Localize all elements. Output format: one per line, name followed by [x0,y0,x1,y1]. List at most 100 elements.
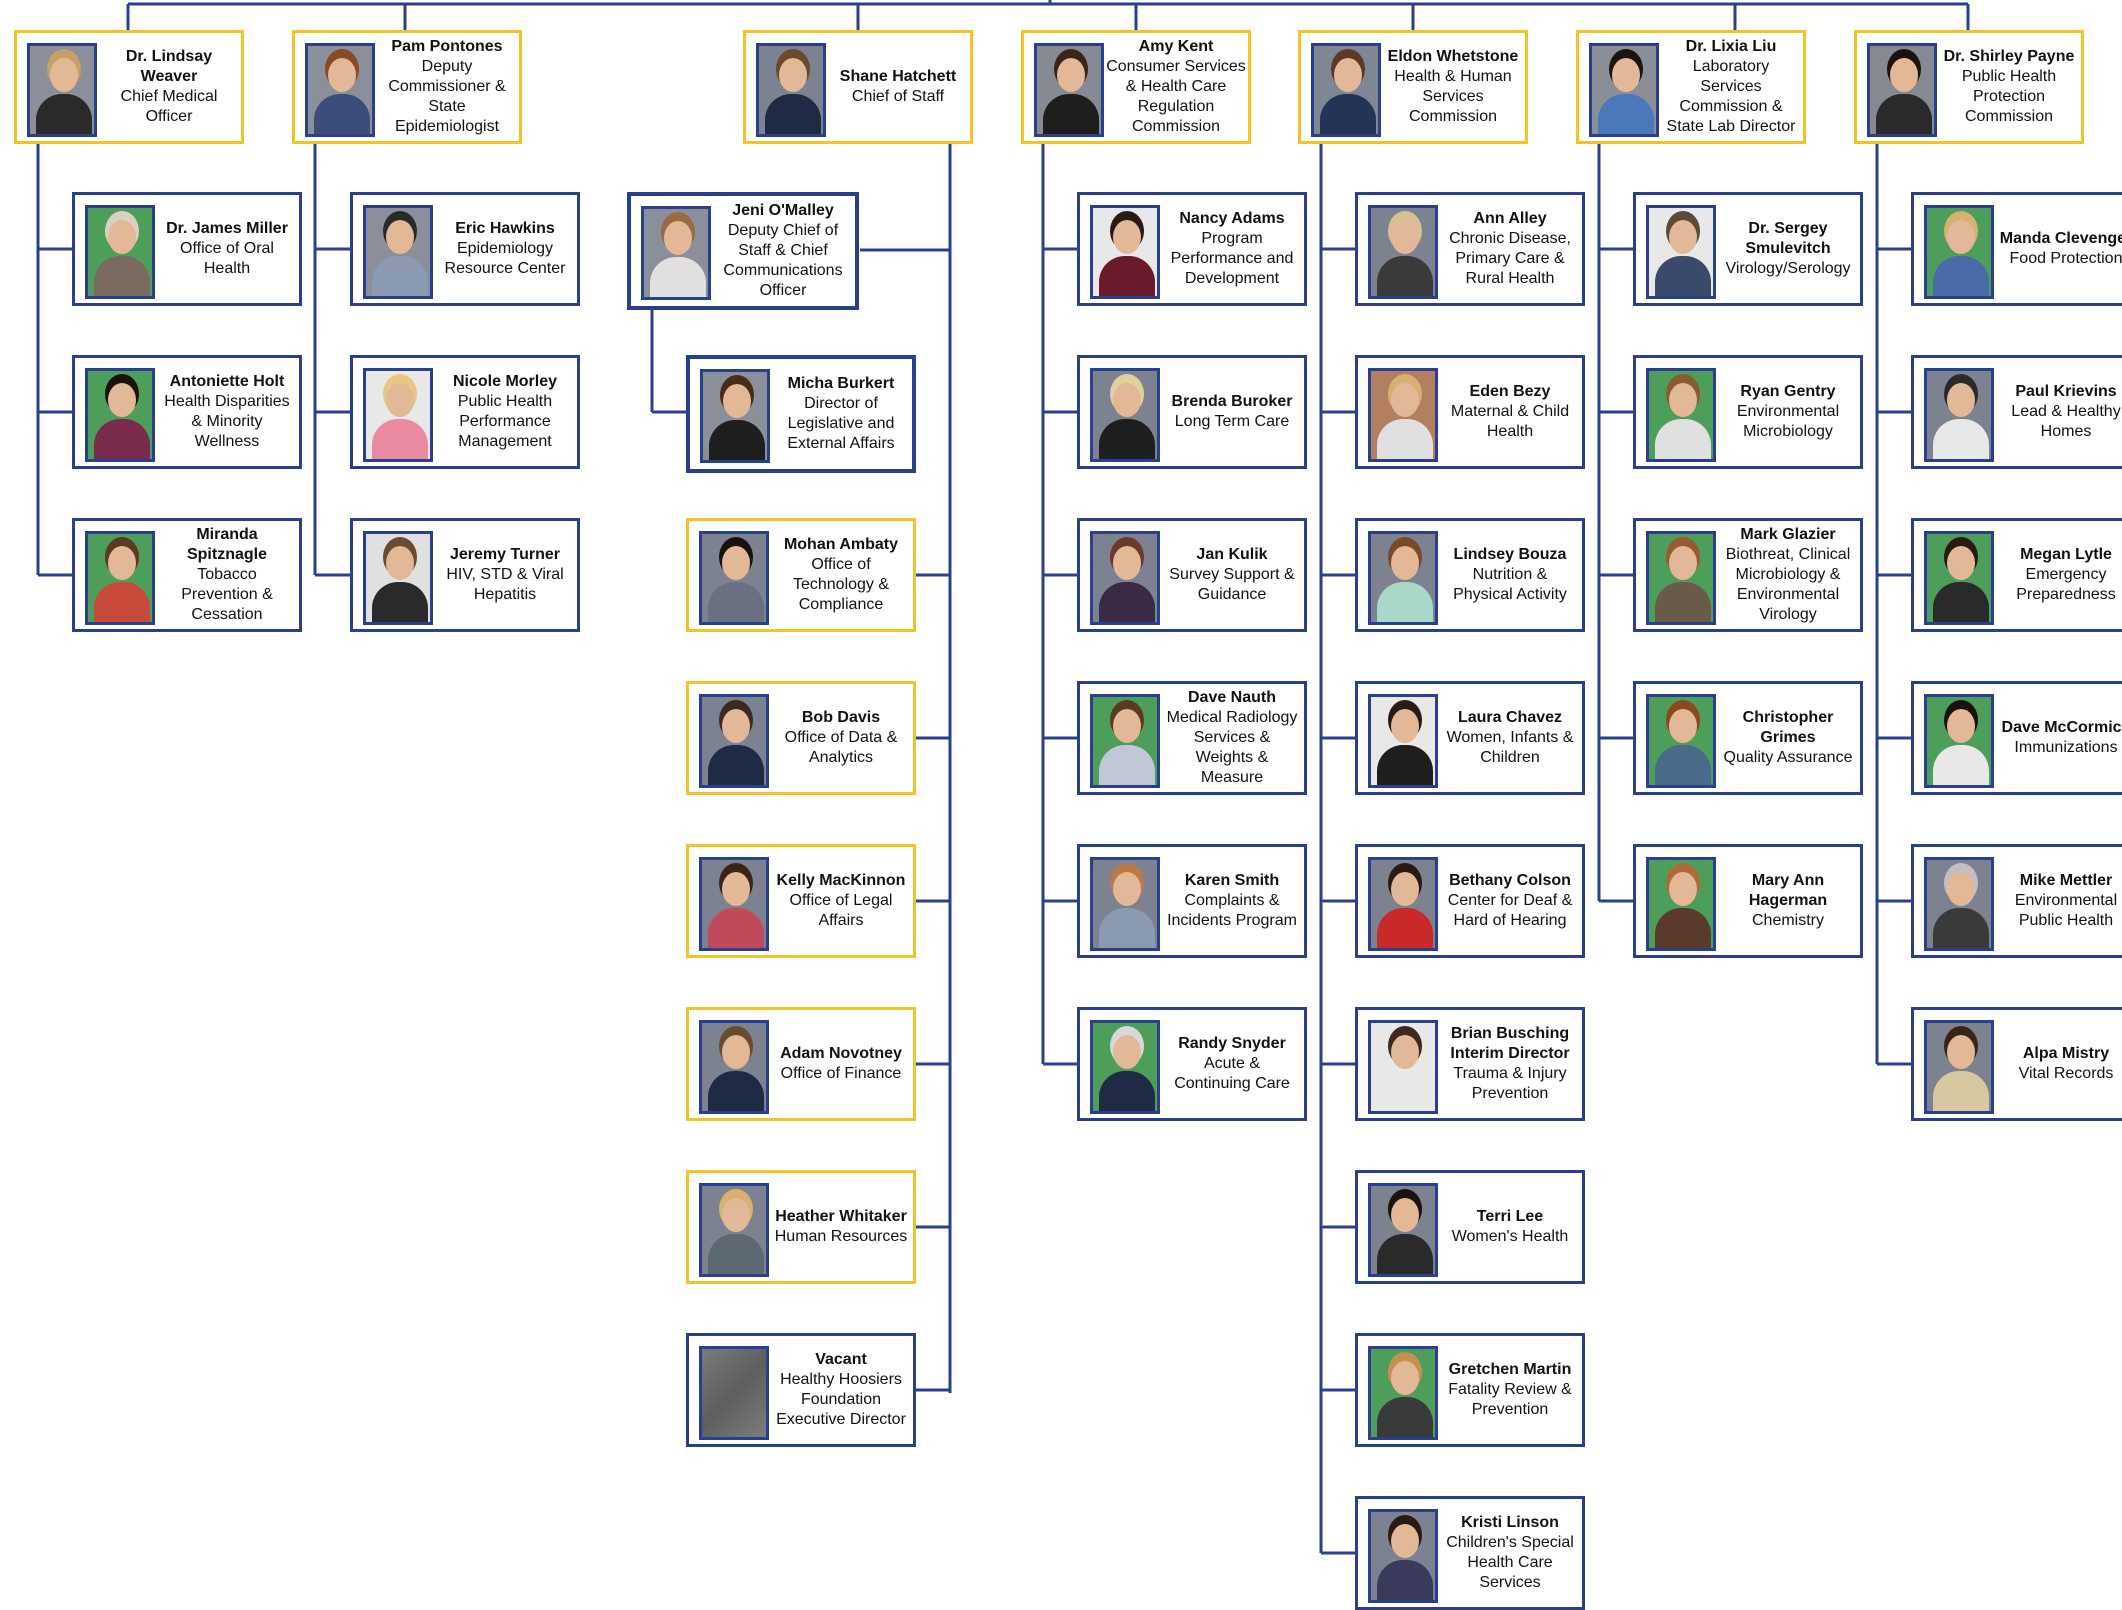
person-title: Program Performance and Development [1170,230,1294,287]
person-name: Jeremy Turner [450,546,560,563]
person-name: Terri Lee [1476,1208,1544,1225]
portrait-photo [1646,694,1716,788]
portrait-photo [699,857,769,951]
person-name: Eldon Whetstone [1387,48,1519,65]
person-title: Long Term Care [1174,413,1290,430]
person-name: Dr. Sergey Smulevitch [1745,220,1831,257]
portrait-photo [1368,368,1438,462]
person-name: Dave McCormick [2001,719,2122,736]
empty-photo [699,1346,769,1440]
person-name: Dr. Lindsay Weaver [125,48,213,85]
portrait-photo [1311,43,1381,137]
portrait-photo [1646,205,1716,299]
person-title: Public Health Protection Commission [1961,68,2057,125]
person-title: Health & Human Services Commission [1394,68,1512,125]
portrait-photo [1924,205,1994,299]
person-name: Bob Davis [801,709,881,726]
person-name: Antoniette Holt [169,373,285,390]
person-title: Chemistry [1751,912,1824,929]
portrait-photo [756,43,826,137]
person-title: Deputy Commissioner & State Epidemiologi… [388,58,506,135]
portrait-photo [1924,694,1994,788]
person-title: Children's Special Health Care Services [1446,1534,1574,1591]
person-title: HIV, STD & Viral Hepatitis [446,566,564,603]
portrait-photo [1368,1020,1438,1114]
person-name: Eric Hawkins [455,220,555,237]
portrait-photo [1368,531,1438,625]
person-title: Office of Technology & Compliance [792,556,890,613]
portrait-photo [85,531,155,625]
person-title: Complaints & Incidents Program [1167,892,1297,929]
person-name: Jan Kulik [1196,546,1268,563]
person-title: Biothreat, Clinical Microbiology & Envir… [1725,546,1851,623]
person-title: Survey Support & Guidance [1169,566,1295,603]
person-title: Office of Finance [780,1065,902,1082]
person-title: Chief Medical Officer [120,88,218,125]
portrait-photo [699,694,769,788]
portrait-photo [1368,857,1438,951]
person-name: Kristi Linson [1461,1514,1559,1531]
person-name: Laura Chavez [1457,709,1563,726]
person-name: Nicole Morley [452,373,558,390]
person-title: Fatality Review & Prevention [1448,1381,1572,1418]
person-name: Ryan Gentry [1740,383,1836,400]
portrait-photo [363,368,433,462]
person-title: Maternal & Child Health [1450,403,1570,440]
person-name: Christopher Grimes [1742,709,1834,746]
person-name: Vacant [815,1351,867,1368]
portrait-photo [1924,531,1994,625]
person-name: Heather Whitaker [775,1208,907,1225]
person-title: Women's Health [1451,1228,1569,1245]
person-title: Vital Records [2018,1065,2114,1082]
portrait-photo [85,205,155,299]
portrait-photo [1867,43,1937,137]
portrait-photo [1924,857,1994,951]
person-title: Lead & Healthy Homes [2011,403,2121,440]
person-title: Immunizations [2014,739,2118,756]
portrait-photo [699,1183,769,1277]
person-name: Mike Mettler [2019,872,2113,889]
